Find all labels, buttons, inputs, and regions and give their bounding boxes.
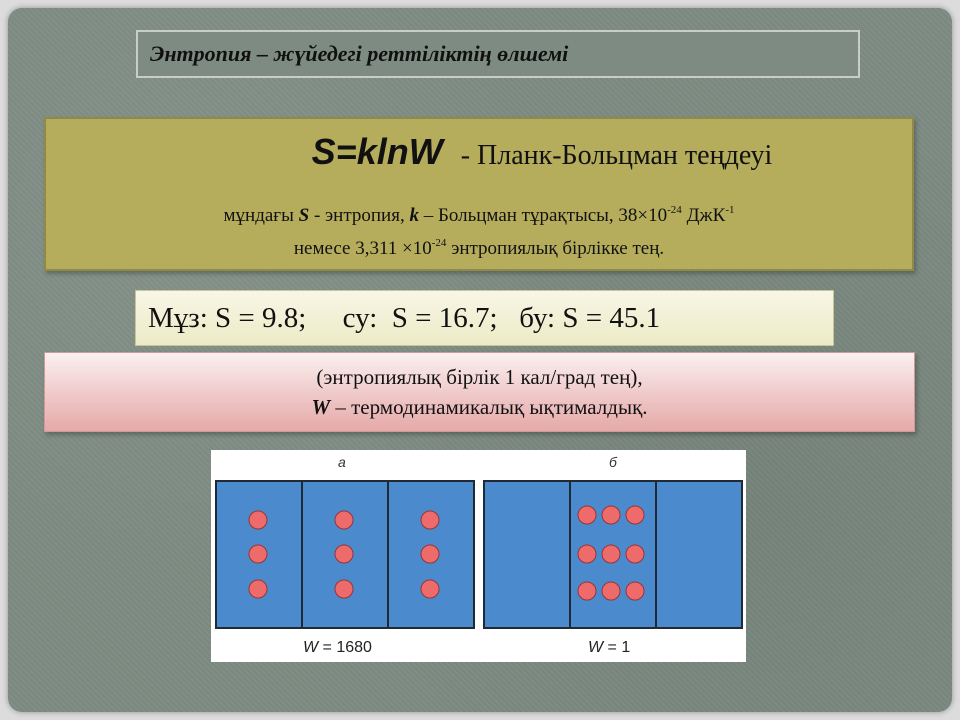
ball (577, 544, 597, 564)
times-sign-2: × (402, 238, 413, 259)
formula-description-line-2: немесе 3,311 ×10-24 энтропиялық бірлікке… (46, 237, 912, 260)
note-line-2: W – термодинамикалық ықтималдық. (45, 395, 914, 420)
symbol-w: W (311, 395, 331, 419)
probability-figure: а б (211, 450, 746, 662)
ball (577, 505, 597, 525)
figure-label-a: а (338, 454, 346, 470)
ball (420, 510, 440, 530)
caption-b-value: = 1 (603, 639, 631, 656)
slide-title: Энтропия – жүйедегі реттіліктің өлшемі (150, 41, 569, 66)
times-sign: × (637, 205, 649, 226)
power-base-2: 10 (412, 238, 432, 259)
symbol-k: k (409, 205, 419, 226)
unit-text: ДжК (681, 205, 726, 226)
figure-graphic (215, 480, 743, 629)
ball (625, 505, 645, 525)
power-exponent-2: -24 (431, 237, 447, 249)
ball (601, 581, 621, 601)
caption-b-variable: W (588, 639, 604, 656)
ball (334, 510, 354, 530)
unit-exponent: -1 (725, 204, 735, 216)
slide-title-box: Энтропия – жүйедегі реттіліктің өлшемі (136, 30, 860, 78)
desc-s-text: - энтропия, (309, 205, 410, 226)
note-line-2-text: – термодинамикалық ықтималдық. (330, 395, 648, 419)
desc2-suffix: энтропиялық бірлікке тең. (446, 238, 665, 259)
entropy-values: Мұз: S = 9.8; су: S = 16.7; бу: S = 45.1 (148, 301, 661, 334)
caption-a-variable: W (303, 639, 319, 656)
ball (248, 579, 268, 599)
ball (601, 544, 621, 564)
desc2-prefix: немесе 3,311 (293, 238, 403, 259)
ball (601, 505, 621, 525)
ball (625, 581, 645, 601)
desc-prefix: мұндағы (223, 205, 299, 226)
symbol-s: S (298, 205, 310, 226)
figure-caption-b: W = 1 (588, 639, 630, 657)
formula-box: S=klnW - Планк-Больцман теңдеуі мұндағы S… (44, 117, 914, 271)
ball (334, 544, 354, 564)
panel-b-cell-1 (483, 480, 571, 629)
ball (248, 544, 268, 564)
ball (420, 579, 440, 599)
figure-label-b: б (609, 454, 617, 470)
ball (420, 544, 440, 564)
entropy-values-box: Мұз: S = 9.8; су: S = 16.7; бу: S = 45.1 (135, 290, 834, 346)
power-exponent: -24 (667, 204, 682, 216)
figure-caption-a: W = 1680 (303, 639, 372, 657)
panel-b (483, 480, 743, 629)
ball (248, 510, 268, 530)
formula-line: S=klnW - Планк-Больцман теңдеуі (46, 131, 912, 173)
note-line-1: (энтропиялық бірлік 1 кал/град тең), (316, 365, 643, 389)
ball (625, 544, 645, 564)
power-base: 10 (648, 205, 668, 226)
formula-equation: S=klnW (311, 131, 443, 172)
panel-b-cell-3 (655, 480, 743, 629)
ball (577, 581, 597, 601)
desc-k-text: – Больцман тұрақтысы, 38 (418, 205, 638, 226)
caption-a-value: = 1680 (318, 639, 372, 656)
note-box: (энтропиялық бірлік 1 кал/град тең), W –… (44, 352, 915, 432)
ball (334, 579, 354, 599)
formula-name: - Планк-Больцман теңдеуі (460, 140, 773, 171)
formula-description-line-1: мұндағы S - энтропия, k – Больцман тұрақ… (46, 204, 912, 227)
panel-a (215, 480, 475, 629)
